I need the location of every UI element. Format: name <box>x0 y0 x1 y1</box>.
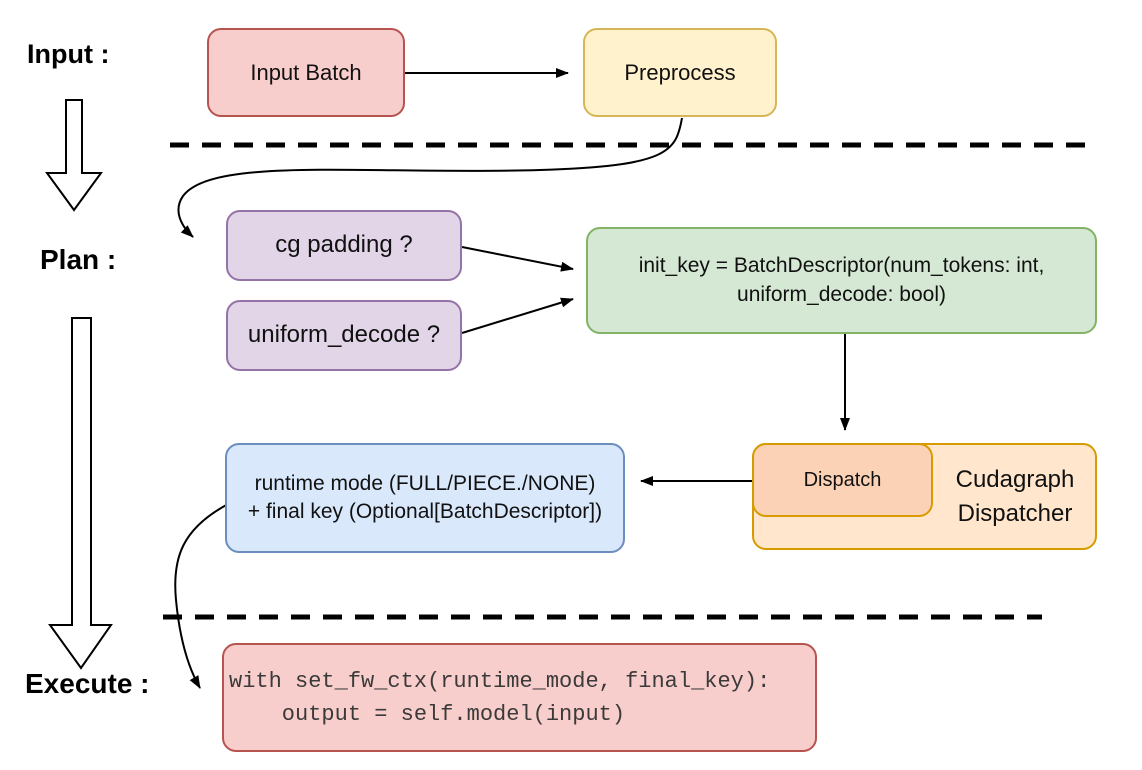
section-label-input: Input : <box>27 39 110 69</box>
node-runtime-mode-line2: + final key (Optional[BatchDescriptor]) <box>247 500 603 523</box>
node-execute-code: with set_fw_ctx(runtime_mode, final_key)… <box>222 643 817 752</box>
execute-code-line2: output = self.model(input) <box>229 701 626 727</box>
execute-code-line1: with set_fw_ctx(runtime_mode, final_key)… <box>229 668 771 694</box>
node-preprocess: Preprocess <box>583 28 777 117</box>
node-init-key-line1: init_key = BatchDescriptor(num_tokens: i… <box>638 254 1045 278</box>
arrow-cg-padding-to-init-key <box>461 246 574 272</box>
node-init-key-line2: uniform_decode: bool) <box>737 282 946 306</box>
node-input-batch: Input Batch <box>207 28 405 117</box>
node-runtime-mode: runtime mode (FULL/PIECE./NONE) + final … <box>225 443 625 553</box>
arrow-uniform-decode-to-init-key <box>461 297 574 334</box>
node-dispatch-label: Dispatch <box>803 468 882 491</box>
input-section-down-arrow <box>45 99 103 212</box>
dispatcher-title-line1: Cudagraph <box>955 466 1075 494</box>
node-runtime-mode-line1: runtime mode (FULL/PIECE./NONE) <box>254 471 596 495</box>
node-cg-padding: cg padding ? <box>226 210 462 281</box>
plan-section-down-arrow <box>48 317 113 670</box>
node-preprocess-label: Preprocess <box>624 59 736 85</box>
node-init-key: init_key = BatchDescriptor(num_tokens: i… <box>586 227 1097 334</box>
arrow-preprocess-to-cg-padding <box>177 117 683 238</box>
section-label-execute: Execute : <box>25 668 150 699</box>
node-input-batch-label: Input Batch <box>250 59 362 85</box>
arrow-runtime-mode-to-execute-code <box>174 502 231 689</box>
section-label-plan: Plan : <box>40 244 117 275</box>
node-uniform-decode-label: uniform_decode ? <box>247 321 441 349</box>
node-uniform-decode: uniform_decode ? <box>226 300 462 371</box>
node-dispatch: Dispatch <box>752 443 933 517</box>
node-cg-padding-label: cg padding ? <box>275 231 413 259</box>
dispatcher-title-line2: Dispatcher <box>957 499 1073 527</box>
node-cudagraph-dispatcher-title: Cudagraph Dispatcher <box>933 443 1097 550</box>
